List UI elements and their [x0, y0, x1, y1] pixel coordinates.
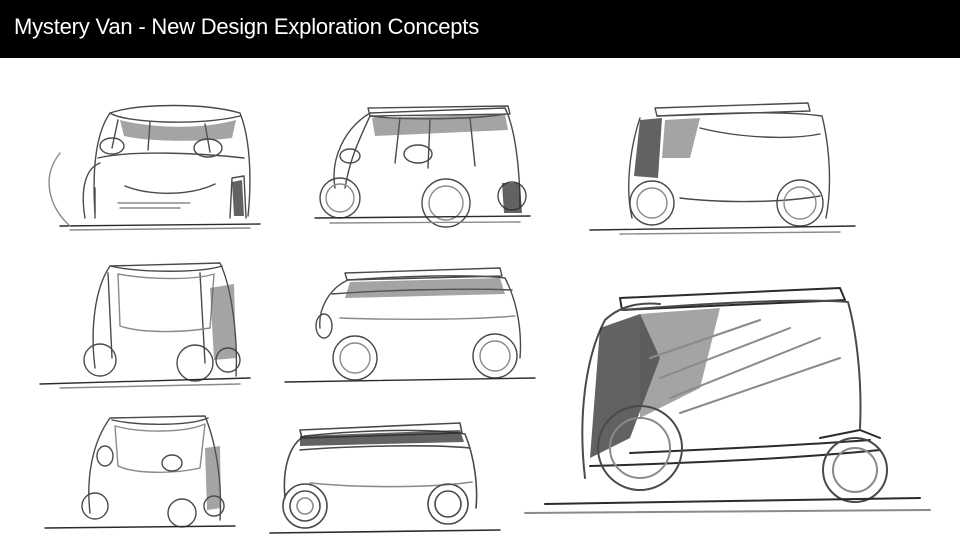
- sketch-van-1: [48, 104, 261, 231]
- sketch-board: [0, 58, 960, 546]
- title-bar: Mystery Van - New Design Exploration Con…: [0, 0, 960, 58]
- page-title: Mystery Van - New Design Exploration Con…: [14, 14, 480, 39]
- sketch-van-7: [269, 422, 501, 534]
- sketch-van-4: [39, 262, 251, 389]
- sketch-van-5: [284, 267, 536, 383]
- sketch-board-svg: [39, 102, 931, 534]
- sketch-van-6: [44, 415, 236, 529]
- sketch-van-3: [589, 102, 856, 235]
- sketch-van-2: [314, 105, 531, 228]
- sketch-van-8: [524, 287, 931, 514]
